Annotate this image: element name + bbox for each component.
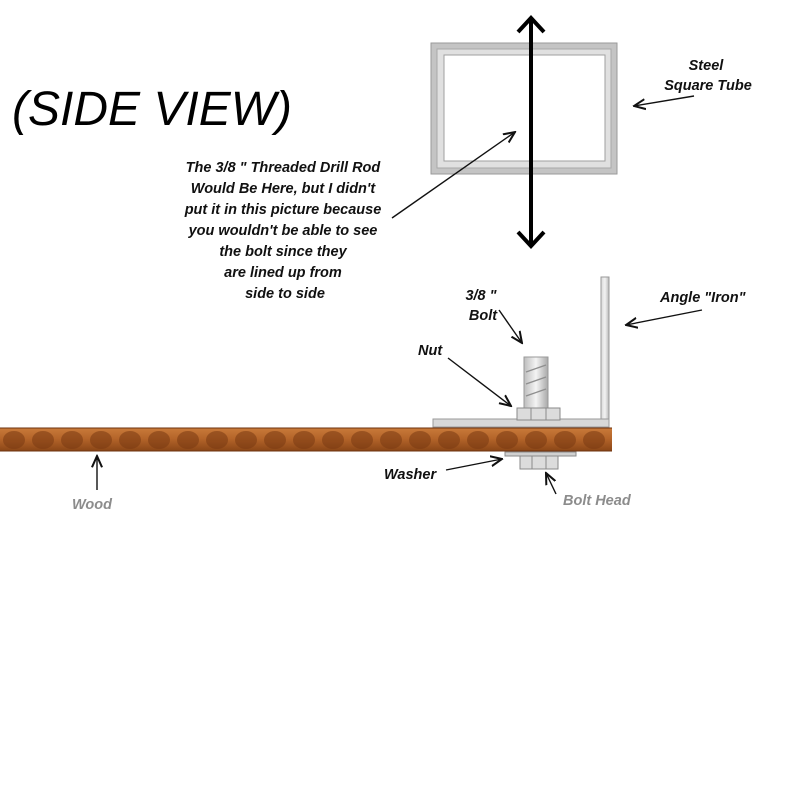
wood-grain-knot xyxy=(467,431,489,449)
wood-grain-knot xyxy=(409,431,431,449)
wood-grain-knot xyxy=(61,431,83,449)
wood-grain-knot xyxy=(90,431,112,449)
steel-tube-label: Steel Square Tube xyxy=(664,58,752,94)
bolt-head-arrow xyxy=(546,473,557,495)
angle-iron xyxy=(432,276,610,428)
wood-grain-knot xyxy=(206,431,228,449)
nut-label: Nut xyxy=(418,343,443,359)
wood-grain-knot xyxy=(235,431,257,449)
diagram-title: (SIDE VIEW) xyxy=(12,83,292,136)
drill-rod-note-arrow xyxy=(391,132,515,219)
nut-arrow xyxy=(447,357,511,406)
wood-grain-knot xyxy=(496,431,518,449)
wood-grain-knot xyxy=(264,431,286,449)
angle-iron-arrow xyxy=(626,309,703,325)
bolt-head-label: Bolt Head xyxy=(563,493,632,509)
drill-rod-note: The 3/8 " Threaded Drill Rod Would Be He… xyxy=(184,160,386,302)
wood-grain-knot xyxy=(322,431,344,449)
wood-grain-knot xyxy=(293,431,315,449)
wood-grain-knot xyxy=(583,431,605,449)
steel-tube-arrow xyxy=(634,95,695,106)
bolt xyxy=(523,356,549,412)
wood-grain-knot xyxy=(177,431,199,449)
washer-arrow xyxy=(445,459,502,471)
wood-grain-knot xyxy=(148,431,170,449)
wood-grain-knot xyxy=(32,431,54,449)
bolt-label: 3/8 " Bolt xyxy=(465,288,500,324)
wood-board xyxy=(0,427,612,452)
wood-label: Wood xyxy=(72,497,113,513)
steel-square-tube xyxy=(430,42,618,175)
wood-grain-knot xyxy=(380,431,402,449)
bolt-head xyxy=(519,455,559,470)
wood-grain-knot xyxy=(525,431,547,449)
washer-label: Washer xyxy=(384,467,437,483)
washer xyxy=(504,451,577,457)
wood-grain-knot xyxy=(351,431,373,449)
wood-grain-knot xyxy=(3,431,25,449)
bolt-arrow xyxy=(498,309,522,343)
vertical-movement-arrow xyxy=(516,15,546,249)
angle-iron-label: Angle "Iron" xyxy=(659,290,747,306)
wood-grain-knot xyxy=(438,431,460,449)
nut xyxy=(516,407,561,421)
wood-grain-knot xyxy=(119,431,141,449)
wood-grain-knot xyxy=(554,431,576,449)
